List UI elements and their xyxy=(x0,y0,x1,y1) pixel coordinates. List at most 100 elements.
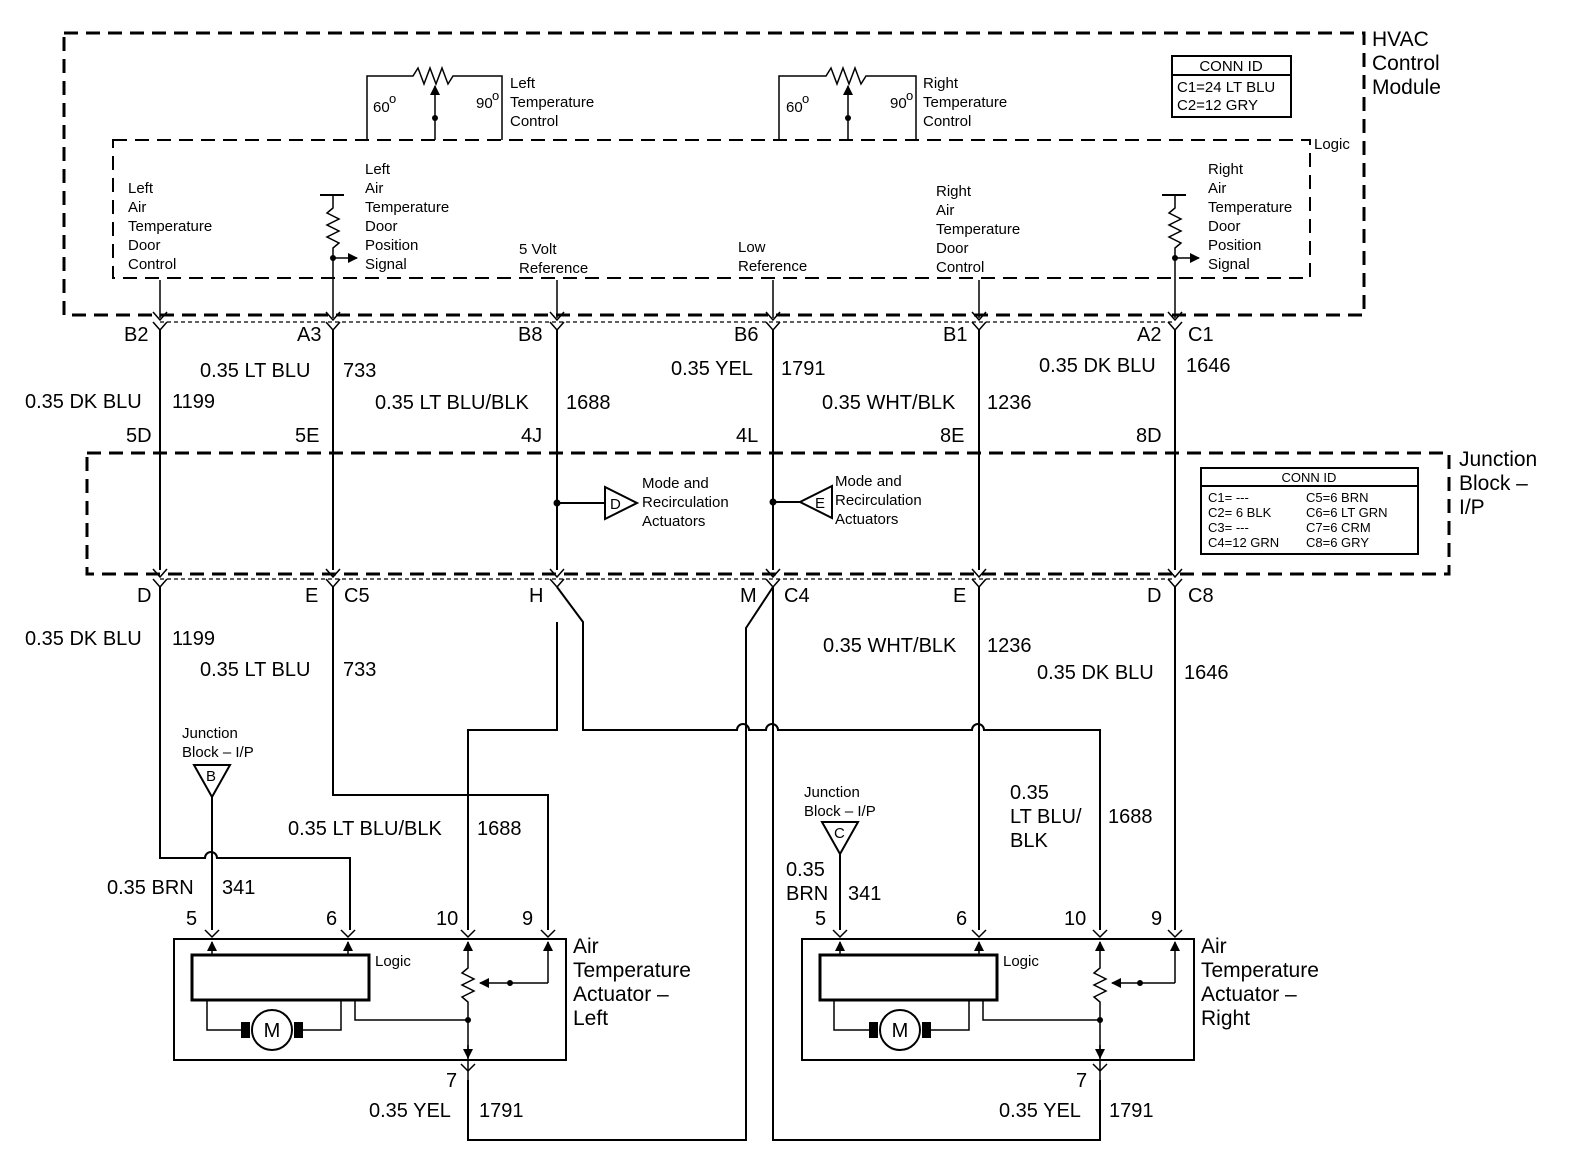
pin-e: E xyxy=(305,585,318,607)
svg-text:1791: 1791 xyxy=(781,358,826,380)
svg-text:o: o xyxy=(802,91,809,106)
svg-text:0.35 LT BLU: 0.35 LT BLU xyxy=(200,360,310,382)
svg-text:0.35 LT BLU/BLK: 0.35 LT BLU/BLK xyxy=(375,392,529,414)
svg-text:M: M xyxy=(892,1020,909,1042)
svg-text:o: o xyxy=(906,88,913,103)
svg-text:0.35 DK BLU: 0.35 DK BLU xyxy=(25,391,142,413)
junction-connector-row: D E C5 H M C4 E D C8 xyxy=(137,568,1214,607)
pin-5e: 5E xyxy=(295,425,319,447)
pin-e2: E xyxy=(953,585,966,607)
svg-text:1688: 1688 xyxy=(1108,806,1153,828)
pin-h: H xyxy=(529,585,543,607)
svg-text:1236: 1236 xyxy=(987,392,1032,414)
right-motor xyxy=(879,1009,921,1051)
hvac-logic-box xyxy=(112,139,1311,279)
svg-text:C: C xyxy=(834,825,845,842)
pin-c8: C8 xyxy=(1188,585,1214,607)
svg-text:1199: 1199 xyxy=(172,391,215,413)
left-logic-label: Logic xyxy=(375,953,411,970)
svg-text:C8=6 GRY: C8=6 GRY xyxy=(1306,535,1369,550)
svg-text:C1= ---: C1= --- xyxy=(1208,490,1249,505)
svg-text:C7=6 CRM: C7=6 CRM xyxy=(1306,520,1371,535)
right-pin-6: 6 xyxy=(956,908,967,930)
right-logic-label: Logic xyxy=(1003,953,1039,970)
svg-text:CONN ID: CONN ID xyxy=(1199,58,1263,75)
svg-text:C6=6 LT GRN: C6=6 LT GRN xyxy=(1306,505,1388,520)
pin-4j: 4J xyxy=(521,425,542,447)
pin-b8: B8 xyxy=(518,324,542,346)
pin-5d: 5D xyxy=(126,425,152,447)
right-position-sensor-resistor xyxy=(1162,194,1200,318)
right-logic-box xyxy=(818,953,999,1002)
pin-a2: A2 xyxy=(1137,324,1161,346)
svg-text:341: 341 xyxy=(222,877,255,899)
svg-text:CONN ID: CONN ID xyxy=(1282,470,1337,485)
right-pin-7: 7 xyxy=(1076,1070,1087,1092)
svg-text:0.35 DK BLU: 0.35 DK BLU xyxy=(1037,662,1154,684)
left-pin-10: 10 xyxy=(436,908,458,930)
svg-text:1688: 1688 xyxy=(477,818,522,840)
svg-text:C2= 6 BLK: C2= 6 BLK xyxy=(1208,505,1272,520)
svg-text:C5=6 BRN: C5=6 BRN xyxy=(1306,490,1369,505)
svg-text:C3= ---: C3= --- xyxy=(1208,520,1249,535)
hvac-module-outline xyxy=(62,31,1366,317)
pin-b2: B2 xyxy=(124,324,148,346)
svg-text:1646: 1646 xyxy=(1184,662,1229,684)
svg-text:D: D xyxy=(610,496,621,513)
pin-4l: 4L xyxy=(736,425,758,447)
right-temp-control-low: 60 xyxy=(786,99,803,116)
svg-text:1791: 1791 xyxy=(479,1100,524,1122)
pin-c5: C5 xyxy=(344,585,370,607)
svg-text:B: B xyxy=(206,768,216,785)
svg-text:0.35 DK BLU: 0.35 DK BLU xyxy=(25,628,142,650)
svg-text:M: M xyxy=(264,1020,281,1042)
left-pin-5: 5 xyxy=(186,908,197,930)
junction-conn-id-box: CONN ID C1= --- C2= 6 BLK C3= --- C4=12 … xyxy=(1200,467,1419,555)
svg-text:0.35 LT BLU: 0.35 LT BLU xyxy=(200,659,310,681)
right-actuator-box xyxy=(801,938,1195,1061)
svg-text:C1=24 LT BLU: C1=24 LT BLU xyxy=(1177,79,1275,96)
svg-text:C4=12 GRN: C4=12 GRN xyxy=(1208,535,1279,550)
pin-b6: B6 xyxy=(734,324,758,346)
pin-a3: A3 xyxy=(297,324,321,346)
svg-text:341: 341 xyxy=(848,883,881,905)
svg-text:0.35 YEL: 0.35 YEL xyxy=(671,358,753,380)
right-pin-10: 10 xyxy=(1064,908,1086,930)
pin-c1: C1 xyxy=(1188,324,1214,346)
pin-c4: C4 xyxy=(784,585,810,607)
hvac-connector-row: B2 A3 B8 B6 B1 A2 C1 xyxy=(124,311,1214,346)
svg-text:o: o xyxy=(492,88,499,103)
left-pin-7: 7 xyxy=(446,1070,457,1092)
right-pin-9: 9 xyxy=(1151,908,1162,930)
pin-b1: B1 xyxy=(943,324,967,346)
svg-text:1236: 1236 xyxy=(987,635,1032,657)
left-temp-control-high: 90 xyxy=(476,95,493,112)
svg-text:0.35 WHT/BLK: 0.35 WHT/BLK xyxy=(822,392,956,414)
pin-d: D xyxy=(137,585,151,607)
svg-text:E: E xyxy=(815,495,825,512)
hvac-logic-label: Logic xyxy=(1314,136,1350,153)
hvac-conn-id-box: CONN ID C1=24 LT BLU C2=12 GRY xyxy=(1171,55,1292,118)
